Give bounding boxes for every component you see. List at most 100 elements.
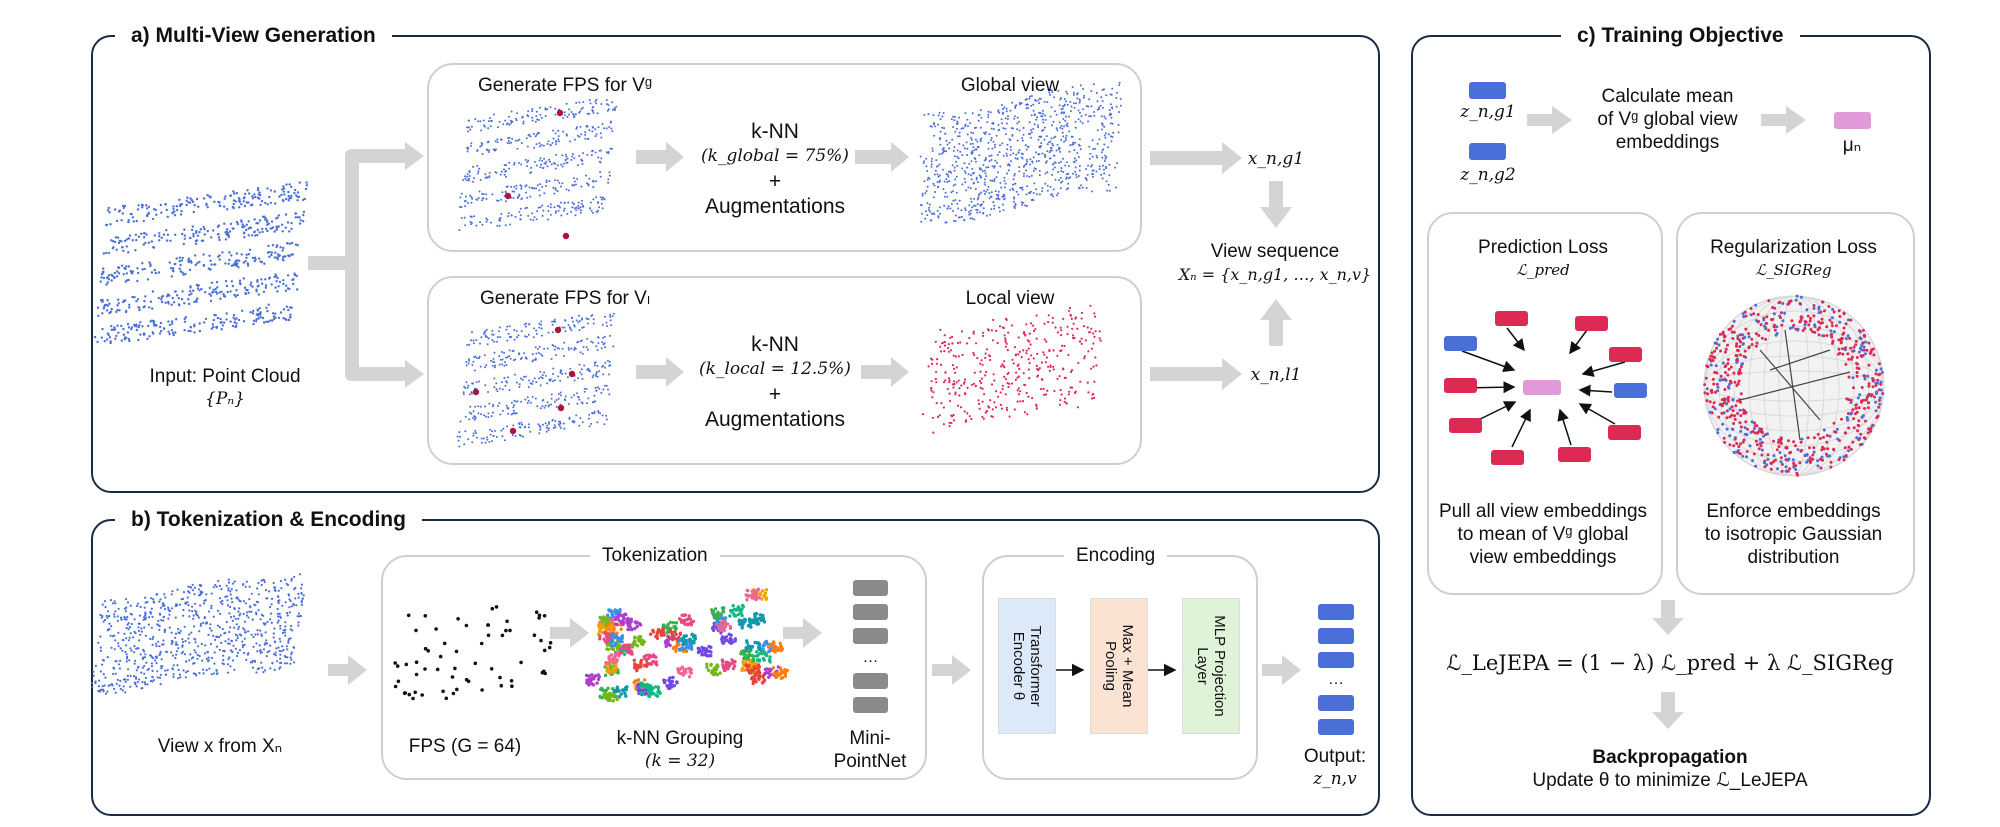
transformer-encoder-block: Transformer Encoder θ [998, 598, 1056, 734]
token-3 [853, 628, 888, 644]
pred-chip-blue-1 [1444, 336, 1477, 351]
prediction-desc-line3: view embeddings [1469, 547, 1617, 568]
local-fps-cloud [456, 312, 615, 448]
local-knn-title: k-NN [751, 333, 799, 356]
view-label: View x from Xₙ [120, 735, 320, 758]
branch-connector [308, 142, 424, 388]
z-g2-chip [1469, 143, 1506, 160]
local-k-value: (k_local = 12.5%) [699, 359, 851, 379]
input-label-line1: Input: Point Cloud [149, 366, 301, 387]
token-1 [853, 580, 888, 596]
encoding-title: Encoding [1064, 543, 1168, 569]
regularization-loss-desc: Enforce embeddings to isotropic Gaussian… [1679, 500, 1908, 569]
backpropagation-text: Update θ to minimize ℒ_LeJEPA [1532, 770, 1808, 791]
calc-mean-text: Calculate mean of Vᵍ global view embeddi… [1580, 85, 1755, 154]
pred-chip-red-1 [1495, 311, 1528, 326]
token-4 [853, 673, 888, 689]
mini-pointnet-label: Mini- PointNet [820, 727, 920, 773]
token-5 [853, 697, 888, 713]
knn-groups [584, 587, 789, 703]
local-view-label: Local view [965, 288, 1055, 309]
calc-mean-line2: of Vᵍ global view [1597, 109, 1738, 130]
local-view-box [427, 276, 1142, 465]
local-plus: + [768, 383, 782, 406]
fps-centers [393, 605, 553, 701]
regularization-loss-title: Regularization Loss ℒ_SIGReg [1679, 236, 1908, 282]
pred-chip-red-5 [1449, 418, 1482, 433]
regularization-loss-symbol: ℒ_SIGReg [1755, 261, 1832, 279]
pred-chip-red-6 [1608, 425, 1641, 440]
input-point-cloud [93, 181, 308, 345]
pred-chip-red-8 [1558, 447, 1591, 462]
pooling-label: Max + Mean Pooling [1102, 624, 1136, 708]
backpropagation-title: Backpropagation [1592, 747, 1748, 768]
global-fps-cloud [458, 98, 618, 240]
global-augmentations: Augmentations [704, 195, 846, 218]
input-label-line2: {Pₙ} [205, 389, 245, 409]
global-plus: + [768, 170, 782, 193]
local-augmentations: Augmentations [704, 408, 846, 431]
prediction-loss-box [1427, 212, 1663, 595]
mu-chip [1834, 112, 1871, 129]
panel-a-title: a) Multi-View Generation [115, 22, 392, 50]
prediction-loss-symbol: ℒ_pred [1516, 261, 1570, 279]
mu-label: μₙ [1842, 135, 1862, 156]
panel-b-title: b) Tokenization & Encoding [115, 506, 422, 534]
fps-label: FPS (G = 64) [408, 736, 522, 757]
pred-chip-mean [1523, 380, 1561, 395]
view-sequence-title: View sequence [1210, 241, 1340, 262]
local-view-cloud [921, 304, 1102, 434]
z-g1-chip [1469, 82, 1506, 99]
projection-block: MLP Projection Layer [1182, 598, 1240, 734]
knn-grouping-title: k-NN Grouping [616, 728, 744, 749]
pooling-block: Max + Mean Pooling [1090, 598, 1148, 734]
view-label-text: View x from Xₙ [157, 736, 283, 757]
tokenization-box: Tokenization [381, 543, 927, 780]
flow-arrows [328, 106, 1806, 729]
output-ellipsis: … [1328, 671, 1344, 688]
transformer-encoder-label: Transformer Encoder θ [1010, 625, 1044, 707]
output-token-1 [1318, 604, 1354, 620]
prediction-desc-line1: Pull all view embeddings [1438, 501, 1648, 522]
pred-chip-red-2 [1575, 316, 1608, 331]
regularization-desc-line3: distribution [1747, 547, 1840, 568]
global-k-value: (k_global = 75%) [701, 146, 849, 166]
prediction-loss-desc: Pull all view embeddings to mean of Vᵍ g… [1430, 500, 1656, 569]
global-view-cloud [919, 81, 1122, 224]
x-local: x_n,l1 [1250, 365, 1302, 385]
z-g2-label: z_n,g2 [1460, 165, 1516, 185]
output-token-3 [1318, 652, 1354, 668]
pred-chip-red-3 [1609, 347, 1642, 362]
output-token-4 [1318, 695, 1354, 711]
mini-pointnet-line2: PointNet [833, 751, 907, 772]
tokenization-title: Tokenization [590, 543, 720, 569]
knn-grouping-k: (k = 32) [644, 751, 716, 771]
pred-chip-red-7 [1491, 450, 1524, 465]
prediction-desc-line2: to mean of Vᵍ global [1457, 524, 1629, 545]
panel-c-title: c) Training Objective [1561, 22, 1800, 50]
calc-mean-line3: embeddings [1615, 132, 1720, 153]
regularization-desc-line2: to isotropic Gaussian [1704, 524, 1883, 545]
output-label-line2: z_n,v [1313, 769, 1357, 789]
global-knn-title: k-NN [751, 120, 799, 143]
prediction-loss-title: Prediction Loss ℒ_pred [1430, 236, 1656, 282]
prediction-loss-name: Prediction Loss [1478, 237, 1608, 258]
regularization-loss-name: Regularization Loss [1710, 237, 1877, 258]
output-token-5 [1318, 719, 1354, 735]
pred-chip-red-4 [1444, 378, 1477, 393]
regularization-desc-line1: Enforce embeddings [1706, 501, 1881, 522]
global-view-label: Global view [960, 75, 1060, 96]
token-ellipsis: … [862, 649, 879, 666]
output-label-line1: Output: [1303, 746, 1367, 767]
local-fps-label: Generate FPS for Vₗ [479, 288, 650, 309]
x-global: x_n,g1 [1247, 149, 1305, 169]
view-point-cloud [90, 573, 305, 695]
view-sequence: View sequence Xₙ = {x_n,g1, …, x_n,v} [1175, 240, 1375, 286]
output-token-2 [1318, 628, 1354, 644]
backpropagation-block: Backpropagation Update θ to minimize ℒ_L… [1470, 746, 1870, 792]
global-fps-label: Generate FPS for Vᵍ [477, 75, 652, 96]
global-knn-block: k-NN (k_global = 75%) + Augmentations [690, 119, 860, 219]
input-label: Input: Point Cloud {Pₙ} [125, 365, 325, 411]
output-label: Output: z_n,v [1290, 745, 1380, 791]
